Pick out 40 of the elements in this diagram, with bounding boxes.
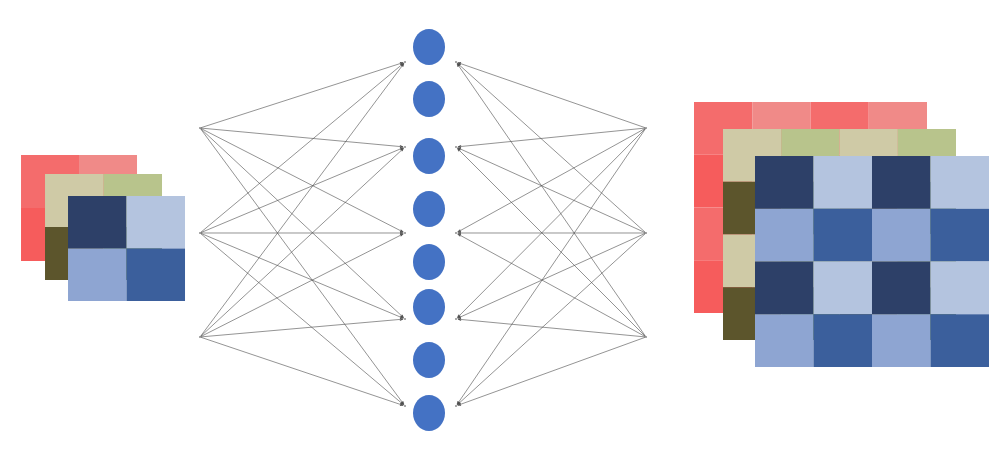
arrow [200,233,404,406]
arrow [457,128,646,318]
neuron-ellipse [413,138,445,174]
neuron-ellipse [413,191,445,227]
arrow [200,128,405,405]
pixel-grid-drawing [694,102,989,367]
neuron-ellipse [413,244,445,280]
neuron-ellipse [413,81,445,117]
arrow [457,233,646,319]
arrow [200,337,404,406]
arrow [200,63,405,337]
arrow [457,233,646,405]
arrow [200,62,404,233]
arrow [456,128,646,405]
arrow [200,148,404,337]
arrow [457,127,646,148]
neuron-ellipse [413,395,445,431]
arrow [200,147,404,233]
arrow [200,231,404,235]
arrow [457,337,646,406]
arrow [200,128,404,318]
neuron-ellipse [413,29,445,65]
arrow [457,318,646,338]
arrow [200,127,404,148]
arrow [200,233,404,319]
arrow [457,147,646,233]
arrow [457,62,646,128]
arrow [200,318,404,338]
arrow [457,62,646,233]
arrow [200,128,404,233]
neuron-ellipse [413,342,445,378]
pixel-grid-drawing [21,155,185,301]
arrow [457,233,646,337]
neuron-ellipse [413,289,445,325]
arrow [200,62,404,128]
arrow [200,233,404,337]
arrow [457,148,646,337]
arrow [457,128,646,233]
arrow [456,63,646,337]
arrow [457,231,646,235]
